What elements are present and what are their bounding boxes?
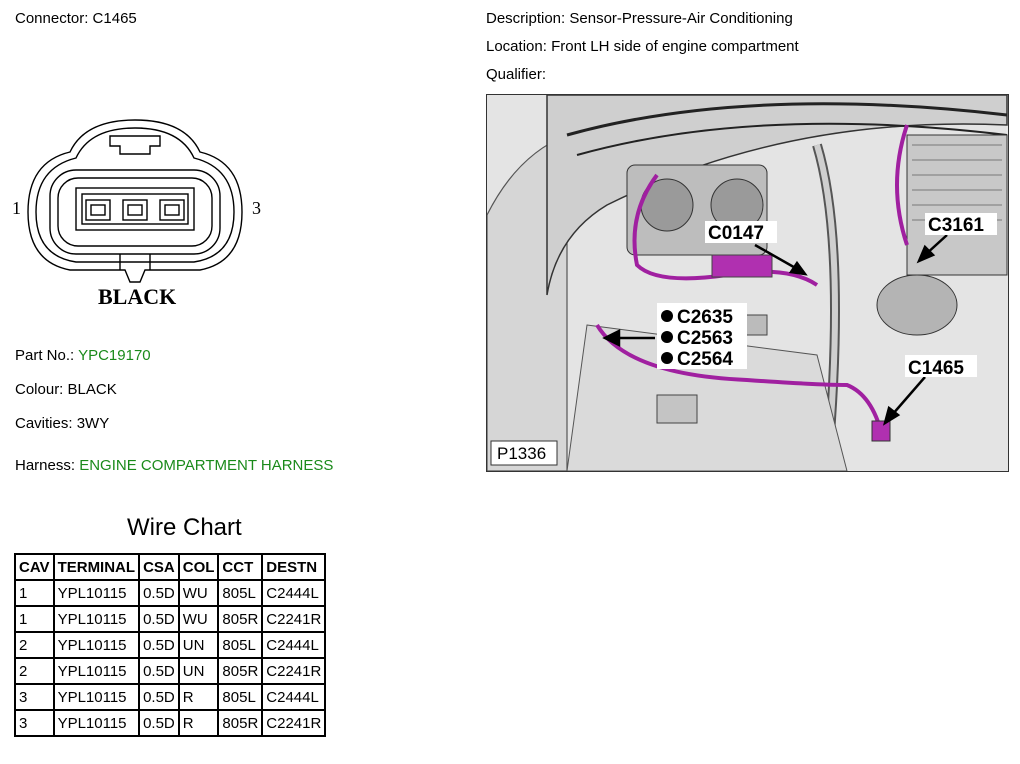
qualifier-line: Qualifier: [486, 66, 546, 83]
connector-value: C1465 [92, 10, 137, 27]
cell-terminal: YPL10115 [52, 631, 141, 659]
cell-csa: 0.5D [138, 657, 180, 685]
harness-wiring [595, 124, 909, 436]
header-csa: CSA [138, 553, 180, 581]
callout-c1465: C1465 [908, 358, 964, 379]
cell-destn: C2444L [261, 631, 327, 659]
pin-3-label: 3 [252, 198, 261, 218]
connector-face-diagram: 1 3 BLACK [12, 119, 261, 309]
wire-chart-header-row: CAV TERMINAL CSA COL CCT DESTN [14, 553, 327, 581]
table-row: 3 YPL10115 0.5D R 805L C2444L [14, 683, 327, 711]
cell-cav: 1 [14, 605, 55, 633]
header-cct: CCT [217, 553, 264, 581]
table-row: 1 YPL10115 0.5D WU 805R C2241R [14, 605, 327, 633]
header-cav: CAV [14, 553, 55, 581]
cell-csa: 0.5D [138, 605, 180, 633]
location-photo: C0147 C3161 C2635 C2563 C2564 C1465 P133… [486, 94, 1009, 472]
callout-c2564: C2564 [677, 349, 733, 370]
harness-link[interactable]: ENGINE COMPARTMENT HARNESS [79, 457, 334, 474]
cell-cav: 3 [14, 709, 55, 737]
cell-cct: 805R [217, 605, 264, 633]
cell-cct: 805L [217, 579, 264, 607]
cell-col: R [177, 709, 220, 737]
cell-cct: 805R [217, 657, 264, 685]
table-row: 2 YPL10115 0.5D UN 805R C2241R [14, 657, 327, 685]
location-label: Location: [486, 38, 547, 55]
cell-csa: 0.5D [138, 579, 180, 607]
cell-col: R [177, 683, 220, 711]
cell-destn: C2444L [261, 683, 327, 711]
colour-value: BLACK [67, 381, 117, 398]
cell-cav: 3 [14, 683, 55, 711]
cell-cct: 805R [217, 709, 264, 737]
pin-1-label: 1 [12, 198, 21, 218]
cell-csa: 0.5D [138, 631, 180, 659]
cell-cav: 1 [14, 579, 55, 607]
cell-cct: 805L [217, 631, 264, 659]
callout-c3161: C3161 [928, 215, 984, 236]
header-terminal: TERMINAL [52, 553, 141, 581]
table-row: 2 YPL10115 0.5D UN 805L C2444L [14, 631, 327, 659]
cell-cav: 2 [14, 631, 55, 659]
location-value: Front LH side of engine compartment [551, 38, 799, 55]
cell-destn: C2241R [261, 709, 327, 737]
part-line: Part No.: YPC19170 [15, 347, 151, 364]
cell-col: UN [177, 657, 220, 685]
table-row: 3 YPL10115 0.5D R 805R C2241R [14, 709, 327, 737]
connector-label: Connector: [15, 10, 89, 27]
connector-color-label: BLACK [98, 284, 176, 309]
cell-terminal: YPL10115 [52, 579, 141, 607]
cavities-line: Cavities: 3WY [15, 415, 109, 432]
connector-housing [27, 119, 243, 283]
cell-destn: C2444L [261, 579, 327, 607]
header-destn: DESTN [261, 553, 327, 581]
photo-code: P1336 [497, 444, 546, 463]
cell-terminal: YPL10115 [52, 605, 141, 633]
connector-line: Connector: C1465 [15, 10, 137, 27]
table-row: 1 YPL10115 0.5D WU 805L C2444L [14, 579, 327, 607]
qualifier-label: Qualifier: [486, 66, 547, 83]
callout-c0147: C0147 [708, 223, 764, 244]
cell-destn: C2241R [261, 605, 327, 633]
cell-col: WU [177, 605, 220, 633]
callout-c2635: C2635 [677, 307, 733, 328]
cavities-label: Cavities: [15, 415, 73, 432]
cell-cav: 2 [14, 657, 55, 685]
header-col: COL [177, 553, 220, 581]
cell-terminal: YPL10115 [52, 683, 141, 711]
location-line: Location: Front LH side of engine compar… [486, 38, 799, 55]
wire-chart-table: CAV TERMINAL CSA COL CCT DESTN 1 YPL1011… [14, 553, 327, 737]
wire-chart-title: Wire Chart [127, 514, 242, 541]
cell-terminal: YPL10115 [52, 709, 141, 737]
description-value: Sensor-Pressure-Air Conditioning [569, 10, 793, 27]
cell-col: UN [177, 631, 220, 659]
harness-line: Harness: ENGINE COMPARTMENT HARNESS [15, 457, 333, 474]
cell-terminal: YPL10115 [52, 657, 141, 685]
callout-c2563: C2563 [677, 328, 733, 349]
cavities-value: 3WY [76, 415, 110, 432]
harness-label: Harness: [15, 457, 76, 474]
cell-col: WU [177, 579, 220, 607]
cell-destn: C2241R [261, 657, 327, 685]
colour-label: Colour: [15, 381, 64, 398]
cell-csa: 0.5D [138, 709, 180, 737]
part-number-link[interactable]: YPC19170 [78, 347, 151, 364]
cell-cct: 805L [217, 683, 264, 711]
description-label: Description: [486, 10, 566, 27]
colour-line: Colour: BLACK [15, 381, 117, 398]
part-label: Part No.: [15, 347, 75, 364]
description-line: Description: Sensor-Pressure-Air Conditi… [486, 10, 793, 27]
cell-csa: 0.5D [138, 683, 180, 711]
